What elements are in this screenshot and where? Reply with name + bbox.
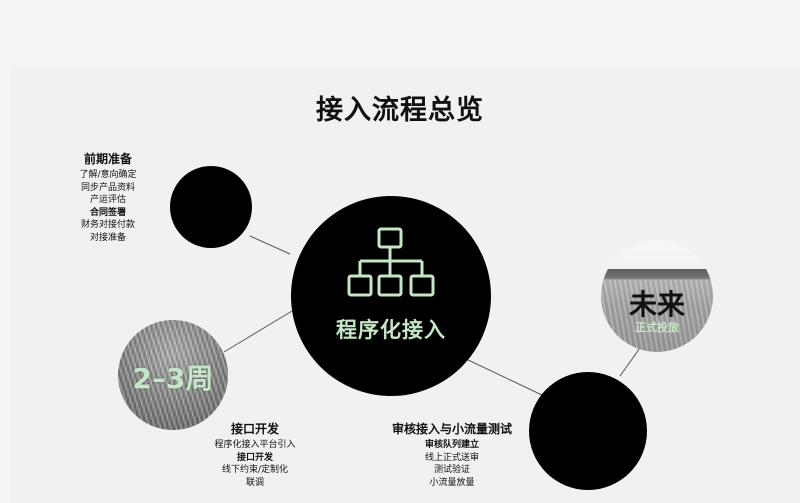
prep-line: 同步产品资料 [80, 182, 135, 193]
prep-line: 了解/意向确定 [79, 170, 137, 180]
review-line: 小流量放量 [429, 477, 475, 488]
prep-line: 财务对接付款 [80, 220, 135, 230]
org-chart-icon [347, 227, 435, 297]
prep-heading: 前期准备 [83, 152, 132, 166]
diagram-title: 接入流程总览 [316, 95, 484, 126]
prep-line: 对接准备 [89, 232, 126, 243]
api-heading: 接口开发 [230, 422, 279, 436]
future-title: 未来 [628, 288, 685, 321]
connector-prep-main [249, 235, 291, 255]
top-band [0, 0, 800, 62]
future-subtitle: 正式投放 [635, 321, 679, 334]
prep-circle [170, 166, 252, 248]
api-line: 接口开发 [236, 452, 273, 463]
prep-text-block: 前期准备 了解/意向确定 同步产品资料 产运评估 合同签署 财务对接付款 对接准… [58, 151, 158, 244]
review-circle [529, 372, 647, 490]
prep-line: 合同签署 [89, 207, 126, 218]
review-heading: 审核接入与小流量测试 [391, 422, 512, 436]
api-line: 联调 [245, 477, 264, 488]
review-line: 测试验证 [433, 465, 470, 475]
connector-main-review [463, 357, 545, 397]
api-text-block: 接口开发 程序化接入平台引入 接口开发 线下约束/定制化 联调 [195, 421, 315, 489]
api-line: 程序化接入平台引入 [214, 440, 296, 450]
wheat-photo-circle [118, 320, 228, 430]
review-text-block: 审核接入与小流量测试 审核队列建立 线上正式送审 测试验证 小流量放量 [382, 421, 522, 489]
api-line: 线下约束/定制化 [221, 465, 289, 475]
review-line: 线上正式送审 [424, 452, 479, 463]
prep-line: 产运评估 [89, 195, 126, 205]
main-label: 程序化接入 [336, 318, 446, 342]
duration-badge: 2–3周 [132, 362, 214, 395]
review-line: 审核队列建立 [424, 440, 479, 450]
field-photo-circle [601, 240, 713, 352]
connector-wheat-main [223, 310, 293, 353]
